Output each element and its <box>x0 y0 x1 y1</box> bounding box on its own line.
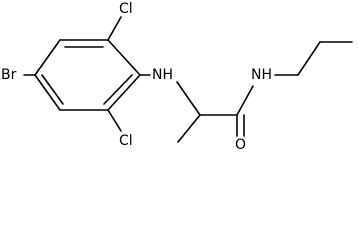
ring-bond <box>34 39 61 76</box>
bond-propyl-1 <box>297 41 321 76</box>
atom-label-nh-amine: NH <box>152 67 173 83</box>
atom-label-chlorine-bottom: Cl <box>119 133 133 149</box>
bond-carbonyl-nh <box>236 85 254 116</box>
ring-bond <box>34 74 61 111</box>
bond-ch-methyl <box>177 114 201 143</box>
atom-label-chlorine-top: Cl <box>119 1 133 17</box>
benzene-ring <box>34 39 141 111</box>
ring-bond <box>107 74 141 111</box>
chemical-structure-diagram: Cl Cl Br NH NH O <box>1 1 353 153</box>
ring-double-bond <box>103 74 133 105</box>
bond-c-cl-top <box>107 16 122 41</box>
atom-label-bromine: Br <box>1 67 17 83</box>
atom-label-nh-amide: NH <box>251 67 272 83</box>
bond-nh-ch <box>176 81 201 116</box>
ring-bond <box>107 39 141 76</box>
ring-double-bond <box>41 74 64 105</box>
bond-c-cl-bottom <box>107 109 122 132</box>
atom-label-oxygen: O <box>235 137 246 153</box>
